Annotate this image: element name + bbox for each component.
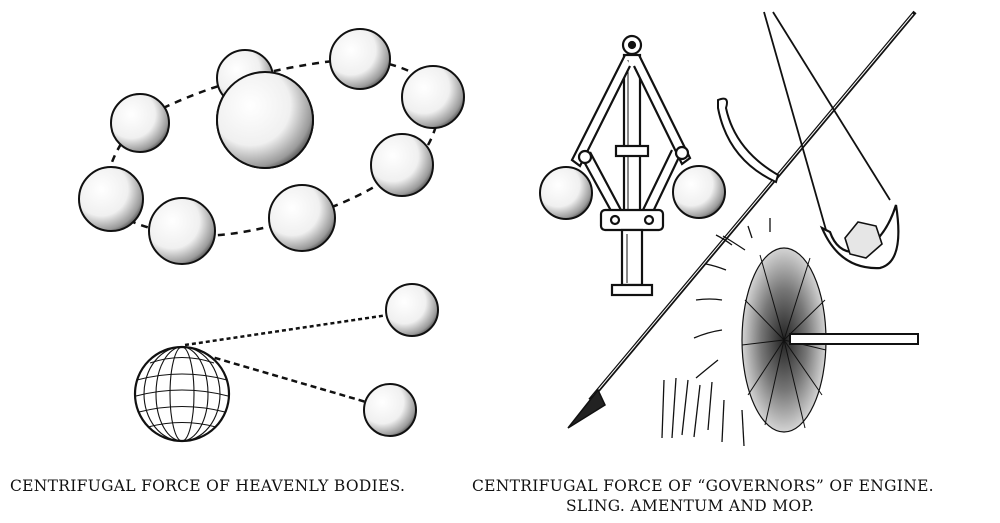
caption-governors: CENTRIFUGAL FORCE OF “GOVERNORS” OF ENGI… — [472, 477, 934, 495]
orbiting-body — [401, 65, 465, 129]
governor-collar — [614, 144, 650, 158]
water-spray — [661, 218, 771, 447]
governor-ball — [539, 166, 593, 220]
orbiting-body — [216, 71, 314, 169]
governor-arm — [633, 54, 692, 166]
mop-handle — [789, 333, 919, 345]
sling-cord — [772, 11, 891, 201]
spear-head — [567, 388, 606, 429]
orbiting-body — [148, 197, 216, 265]
governor-arm — [570, 54, 631, 168]
caption-sling-amentum-mop: SLING. AMENTUM AND MOP. — [566, 497, 815, 515]
globe-grid — [135, 346, 229, 442]
orbiting-body — [370, 133, 434, 197]
sling-cord — [763, 11, 827, 231]
orbiting-body — [110, 93, 170, 153]
sling — [763, 11, 900, 270]
sling-stone — [844, 221, 883, 259]
governor-foot — [610, 283, 654, 297]
globe-diagram — [133, 283, 439, 443]
orbiting-body — [78, 166, 144, 232]
amentum-thong — [717, 97, 780, 184]
governor-base-column — [620, 228, 644, 287]
amentum-spear — [567, 10, 917, 429]
engine-governor — [539, 34, 726, 297]
tethered-moon — [385, 283, 439, 337]
governor-ball — [672, 165, 726, 219]
sling-pouch — [819, 204, 900, 270]
spinning-mop — [661, 218, 919, 447]
tether-line — [204, 353, 367, 404]
tethered-moon — [363, 383, 417, 437]
orbiting-body — [268, 184, 336, 252]
caption-heavenly-bodies: CENTRIFUGAL FORCE OF HEAVENLY BODIES. — [10, 477, 406, 495]
orbiting-body — [329, 28, 391, 90]
tether-line — [184, 313, 389, 347]
orbit-diagram — [78, 28, 465, 265]
